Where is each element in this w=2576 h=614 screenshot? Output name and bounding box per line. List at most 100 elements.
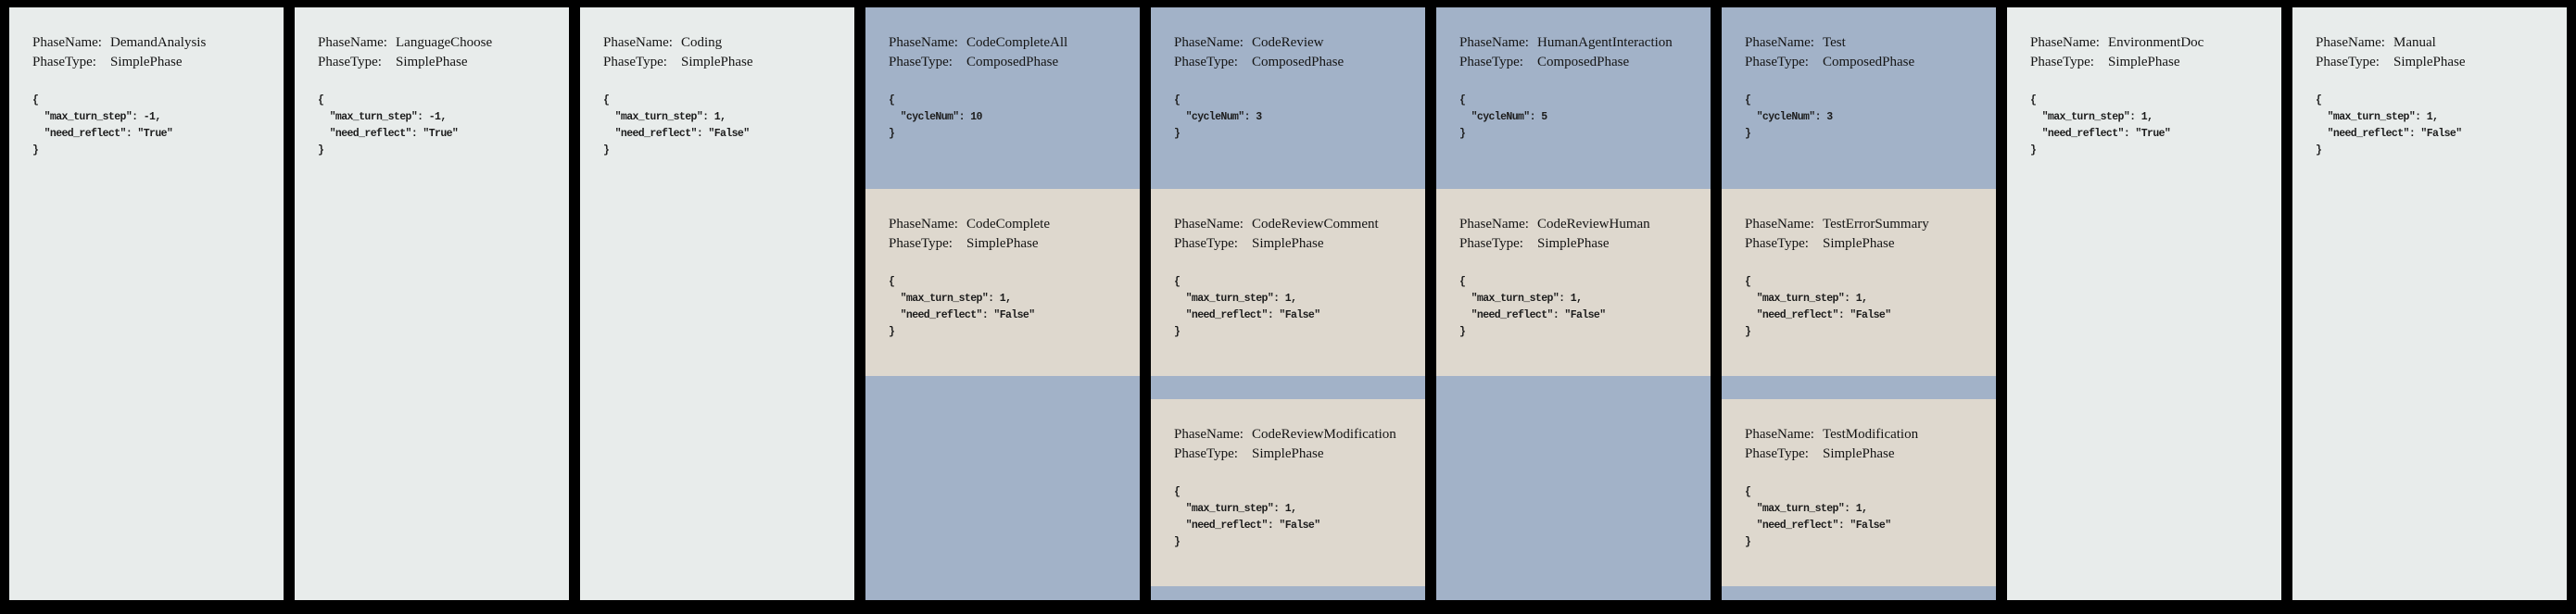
phase-name-label: PhaseName:	[1459, 217, 1529, 232]
phase-name-row: PhaseName:HumanAgentInteraction	[1459, 33, 1694, 53]
phase-type-value: ComposedPhase	[966, 55, 1059, 69]
phase-type-row: PhaseType: SimplePhase	[1459, 234, 1694, 254]
phase-type-value: SimplePhase	[110, 55, 183, 69]
phase-type-label: PhaseType:	[1174, 55, 1238, 69]
phase-type-row: PhaseType:SimplePhase	[1745, 234, 1979, 254]
phase-type-label: PhaseType:	[1459, 55, 1523, 69]
phase-name-row: PhaseName:Coding	[603, 33, 838, 53]
phase-config-json: { "cycleNum": 5 }	[1459, 94, 1547, 140]
phase-name-label: PhaseName:	[1745, 217, 1814, 232]
phase-type-label: PhaseType:	[1459, 236, 1523, 251]
phase-name-value: LanguageChoose	[396, 35, 493, 50]
phase-type-label: PhaseType:	[32, 55, 96, 69]
phase-config-json: { "max_turn_step": 1, "need_reflect": "F…	[2316, 94, 2462, 157]
phase-name-label: PhaseName:	[2030, 35, 2100, 50]
phase-type-label: PhaseType:	[1174, 446, 1238, 461]
phase-type-row: PhaseType: SimplePhase	[32, 53, 267, 72]
phase-name-value: HumanAgentInteraction	[1537, 35, 1673, 50]
phase-name-value: CodeReviewComment	[1252, 217, 1379, 232]
phase-type-row: PhaseType:ComposedPhase	[889, 53, 1123, 72]
phase-name-label: PhaseName:	[32, 35, 102, 50]
phase-type-value: ComposedPhase	[1252, 55, 1345, 69]
phase-config-json: { "cycleNum": 10 }	[889, 94, 982, 140]
phase-name-row: PhaseName:CodeReviewModification	[1174, 425, 1408, 445]
phase-name-value: TestModification	[1823, 427, 1919, 442]
phase-name-value: TestErrorSummary	[1823, 217, 1929, 232]
phase-type-row: PhaseType:ComposedPhase	[1745, 53, 1979, 72]
phase-type-row: PhaseType: SimplePhase	[2030, 53, 2265, 72]
phase-name-label: PhaseName:	[1174, 217, 1244, 232]
phase-name-row: PhaseName: CodeReviewComment	[1174, 215, 1408, 234]
phase-type-row: PhaseType: ComposedPhase	[1459, 53, 1694, 72]
phase-name-row: PhaseName:DemandAnalysis	[32, 33, 267, 53]
phase-type-value: ComposedPhase	[1537, 55, 1630, 69]
phase-type-row: PhaseType:SimplePhase	[1174, 445, 1408, 464]
phase-name-label: PhaseName:	[1745, 35, 1814, 50]
phase-config-json: { "max_turn_step": -1, "need_reflect": "…	[318, 94, 459, 157]
phase-name-value: Test	[1823, 35, 1846, 50]
phase-type-row: PhaseType:SimplePhase	[889, 234, 1123, 254]
phase-name-value: CodeReviewHuman	[1537, 217, 1650, 232]
phase-config-json: { "max_turn_step": 1, "need_reflect": "T…	[2030, 94, 2171, 157]
phase-name-value: CodeComplete	[966, 217, 1050, 232]
phase-name-row: PhaseName: TestModification	[1745, 425, 1979, 445]
phase-type-label: PhaseType:	[2030, 55, 2094, 69]
phase-name-label: PhaseName:	[318, 35, 387, 50]
phase-name-row: PhaseName:Manual	[2316, 33, 2550, 53]
phase-type-row: PhaseType:SimplePhase	[1174, 234, 1408, 254]
phase-type-value: SimplePhase	[2393, 55, 2466, 69]
phase-name-row: PhaseName: TestErrorSummary	[1745, 215, 1979, 234]
phase-type-value: SimplePhase	[681, 55, 753, 69]
phase-config-json: { "max_turn_step": 1, "need_reflect": "F…	[889, 276, 1035, 338]
phase-type-row: PhaseType: SimplePhase	[318, 53, 552, 72]
phase-config-json: { "max_turn_step": 1, "need_reflect": "F…	[1459, 276, 1606, 338]
phase-type-value: SimplePhase	[1252, 236, 1324, 251]
phase-name-label: PhaseName:	[1745, 427, 1814, 442]
phase-type-label: PhaseType:	[603, 55, 667, 69]
phase-type-row: PhaseType: SimplePhase	[2316, 53, 2550, 72]
phase-type-label: PhaseType:	[318, 55, 382, 69]
phase-config-json: { "max_turn_step": 1, "need_reflect": "F…	[1174, 486, 1320, 548]
phase-type-label: PhaseType:	[2316, 55, 2380, 69]
phase-type-value: SimplePhase	[2108, 55, 2180, 69]
phase-type-row: PhaseType: ComposedPhase	[1174, 53, 1408, 72]
phase-name-label: PhaseName:	[603, 35, 673, 50]
phase-name-row: PhaseName:EnvironmentDoc	[2030, 33, 2265, 53]
phase-type-value: SimplePhase	[1537, 236, 1610, 251]
phase-type-value: SimplePhase	[396, 55, 468, 69]
phase-name-label: PhaseName:	[1174, 35, 1244, 50]
phase-name-row: PhaseName: CodeReviewHuman	[1459, 215, 1694, 234]
phase-name-row: PhaseName:CodeComplete	[889, 215, 1123, 234]
phase-config-json: { "max_turn_step": 1, "need_reflect": "F…	[603, 94, 750, 157]
phase-config-json: { "cycleNum": 3 }	[1745, 94, 1833, 140]
